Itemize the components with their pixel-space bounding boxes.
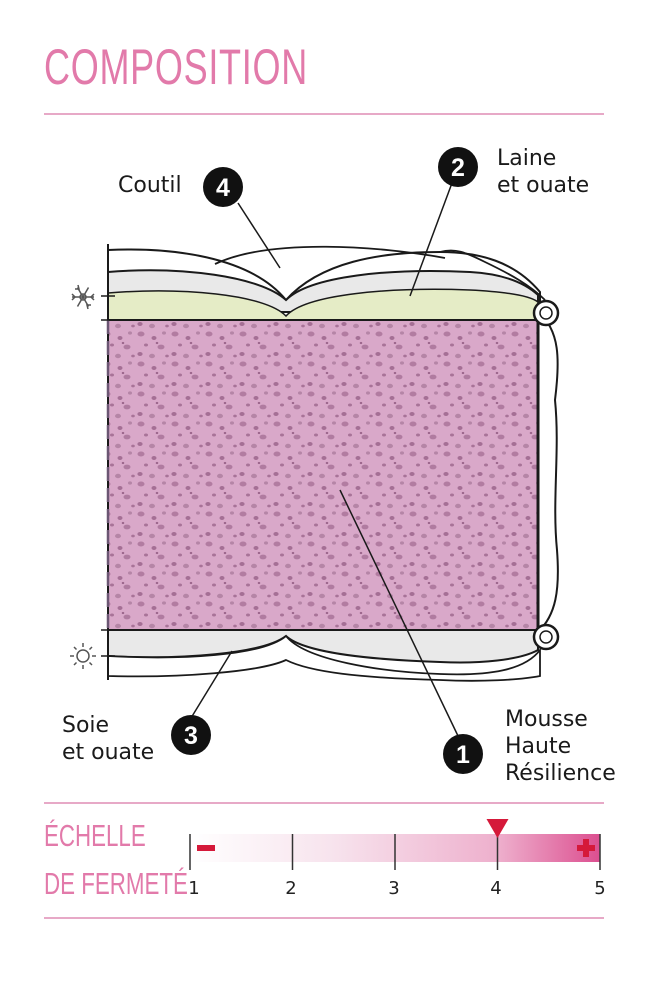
label-laine-ouate: Laine et ouate: [497, 146, 590, 198]
firmness-title-line1: ÉCHELLE: [44, 818, 146, 853]
label-coutil: Coutil: [118, 173, 182, 198]
tick-label-5: 5: [594, 878, 606, 899]
firmness-top-divider: [44, 802, 604, 804]
coutil-fabric-side: [439, 249, 546, 301]
page-title: COMPOSITION: [44, 39, 308, 95]
bottom-fabric-layer: [107, 634, 541, 682]
badge-2: 2: [438, 147, 478, 187]
firmness-ticks: [189, 834, 601, 870]
foam-core: [107, 319, 539, 631]
label-mousse-haute-resilience: Mousse Haute Résilience: [505, 707, 616, 786]
svg-text:2: 2: [451, 154, 465, 182]
title-divider: [44, 113, 604, 115]
firmness-bottom-divider: [44, 917, 604, 919]
tick-label-4: 4: [490, 878, 502, 899]
sun-icon: [70, 643, 96, 669]
svg-text:4: 4: [216, 174, 230, 202]
wool-layer: [107, 288, 539, 321]
svg-text:1: 1: [456, 741, 470, 769]
leader-line-4: [237, 202, 281, 269]
coutil-fabric-fold: [214, 245, 446, 265]
leader-line-1: [339, 489, 460, 739]
mattress-cross-section-diagram: 4 2 3 1: [70, 147, 560, 774]
firmness-title-line2: DE FERMETÉ: [44, 866, 188, 901]
badge-1: 1: [443, 734, 483, 774]
tick-label-3: 3: [388, 878, 400, 899]
tick-label-1: 1: [188, 878, 200, 899]
tick-label-2: 2: [285, 878, 297, 899]
mattress-border-welt: [537, 311, 559, 633]
firmness-min-symbol: [197, 845, 215, 851]
snowflake-icon: [71, 284, 95, 310]
firmness-max-symbol: [577, 839, 595, 857]
firmness-scale: [189, 819, 601, 870]
svg-text:3: 3: [184, 722, 198, 750]
badge-4: 4: [203, 167, 243, 207]
firmness-marker: [486, 819, 509, 838]
leader-line-2: [409, 182, 453, 297]
label-soie-ouate: Soie et ouate: [62, 713, 155, 765]
leader-line-3: [190, 650, 233, 719]
badge-3: 3: [171, 715, 211, 755]
